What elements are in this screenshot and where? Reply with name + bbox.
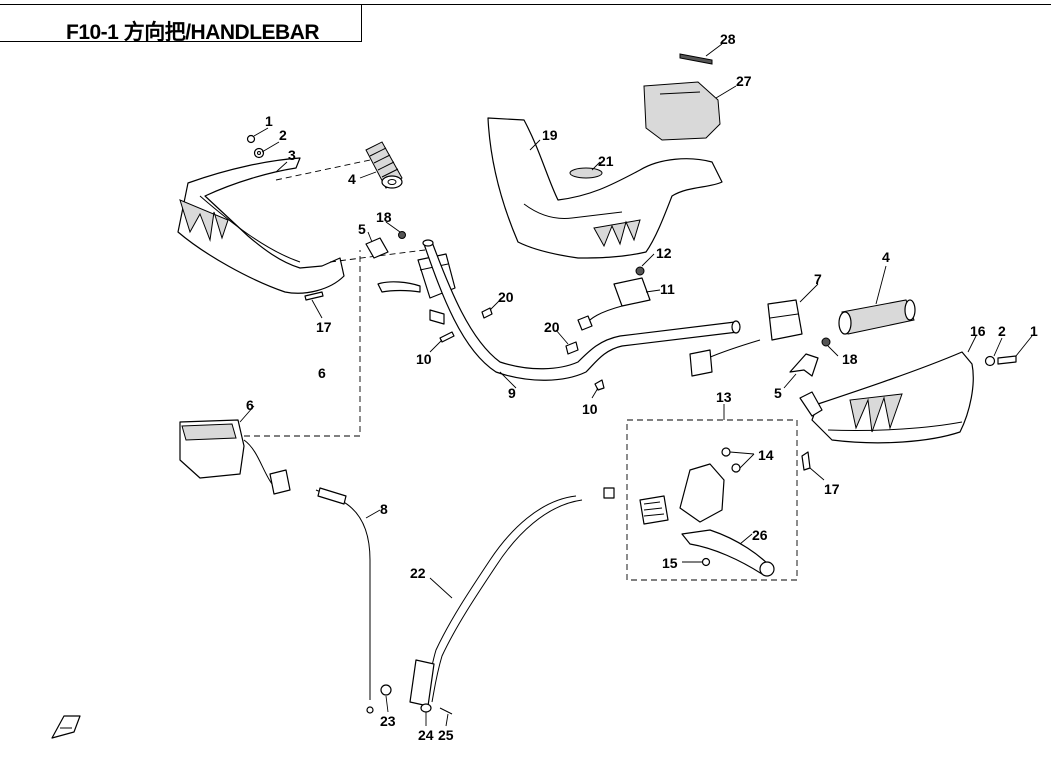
screw-10-right	[594, 379, 605, 391]
callout-8: 8	[380, 501, 388, 517]
callout-28: 28	[720, 31, 736, 47]
callout-15: 15	[662, 555, 678, 571]
callout-4-left: 4	[348, 171, 356, 187]
callout-1-right: 1	[1030, 323, 1038, 339]
nut-18-left	[398, 231, 406, 239]
right-switch-7	[689, 299, 803, 377]
callout-19: 19	[542, 127, 558, 143]
callout-18-right: 18	[842, 351, 858, 367]
callout-6-upper: 6	[318, 365, 326, 381]
callout-22: 22	[410, 565, 426, 581]
assembly-line	[244, 250, 361, 437]
top-border-line	[0, 4, 1051, 5]
callout-26: 26	[752, 527, 768, 543]
washer-2-left	[253, 147, 265, 159]
nuts-14	[721, 447, 741, 473]
pin-23	[380, 684, 392, 696]
cotter-pin-25	[439, 707, 453, 715]
callout-1-left: 1	[265, 113, 273, 129]
callout-27: 27	[736, 73, 752, 89]
callout-4-right: 4	[882, 249, 890, 265]
callout-labels: 1 2 3 4 5 18 17 6 6 19 21 28 27 12 11 20…	[246, 31, 1038, 743]
leader-lines	[239, 43, 1033, 727]
title-box: F10-1 方向把/HANDLEBAR	[0, 4, 362, 44]
nut-15	[701, 557, 711, 567]
cable-22	[409, 487, 615, 707]
callout-14: 14	[758, 447, 774, 463]
screw-17-right	[801, 451, 811, 471]
callout-17-left: 17	[316, 319, 332, 335]
cable-8	[315, 487, 374, 714]
callout-7: 7	[814, 271, 822, 287]
lever-bracket-13	[639, 463, 725, 525]
switch-11	[577, 277, 651, 331]
lever-26	[681, 529, 775, 577]
callout-2-right: 2	[998, 323, 1006, 339]
lever-assembly-box	[626, 419, 798, 581]
callout-16: 16	[970, 323, 986, 339]
handlebar-cover	[487, 117, 723, 259]
callout-9: 9	[508, 385, 516, 401]
trim-28	[679, 53, 713, 65]
callout-21: 21	[598, 153, 614, 169]
left-grip	[365, 141, 403, 189]
callout-17-right: 17	[824, 481, 840, 497]
washer-24	[420, 703, 432, 713]
callout-20-right: 20	[544, 319, 560, 335]
callout-18-left: 18	[376, 209, 392, 225]
screw-17-left	[304, 291, 324, 301]
nut-18-right	[821, 337, 831, 347]
top-cover-27	[643, 81, 721, 141]
right-grip	[838, 299, 916, 335]
master-cylinder-6	[179, 419, 291, 495]
clip-20-right	[565, 341, 579, 355]
left-handguard	[177, 157, 345, 294]
right-handguard	[799, 351, 974, 444]
page-title: F10-1 方向把/HANDLEBAR	[66, 21, 320, 44]
bolt-1-left	[246, 134, 256, 144]
clip-20-left	[481, 307, 493, 319]
handlebar-tube	[422, 239, 741, 381]
callout-2-left: 2	[279, 127, 287, 143]
bracket-5-left	[365, 237, 389, 259]
callout-12: 12	[656, 245, 672, 261]
callout-13: 13	[716, 389, 732, 405]
callout-23: 23	[380, 713, 396, 729]
bracket-5-right	[789, 353, 819, 377]
callout-24: 24	[418, 727, 434, 743]
assembly-line	[275, 159, 371, 181]
callout-25: 25	[438, 727, 454, 743]
nut-12	[635, 266, 645, 276]
assembly-line	[329, 249, 426, 263]
callout-5-right: 5	[774, 385, 782, 401]
callout-20-left: 20	[498, 289, 514, 305]
callout-10-right: 10	[582, 401, 598, 417]
callout-10-left: 10	[416, 351, 432, 367]
callout-5-left: 5	[358, 221, 366, 237]
callout-3: 3	[288, 147, 296, 163]
front-direction-icon	[51, 715, 81, 739]
washer-2-right	[984, 355, 996, 367]
bolt-1-right	[997, 355, 1017, 365]
callout-6-lower: 6	[246, 397, 254, 413]
callout-11: 11	[660, 281, 675, 297]
